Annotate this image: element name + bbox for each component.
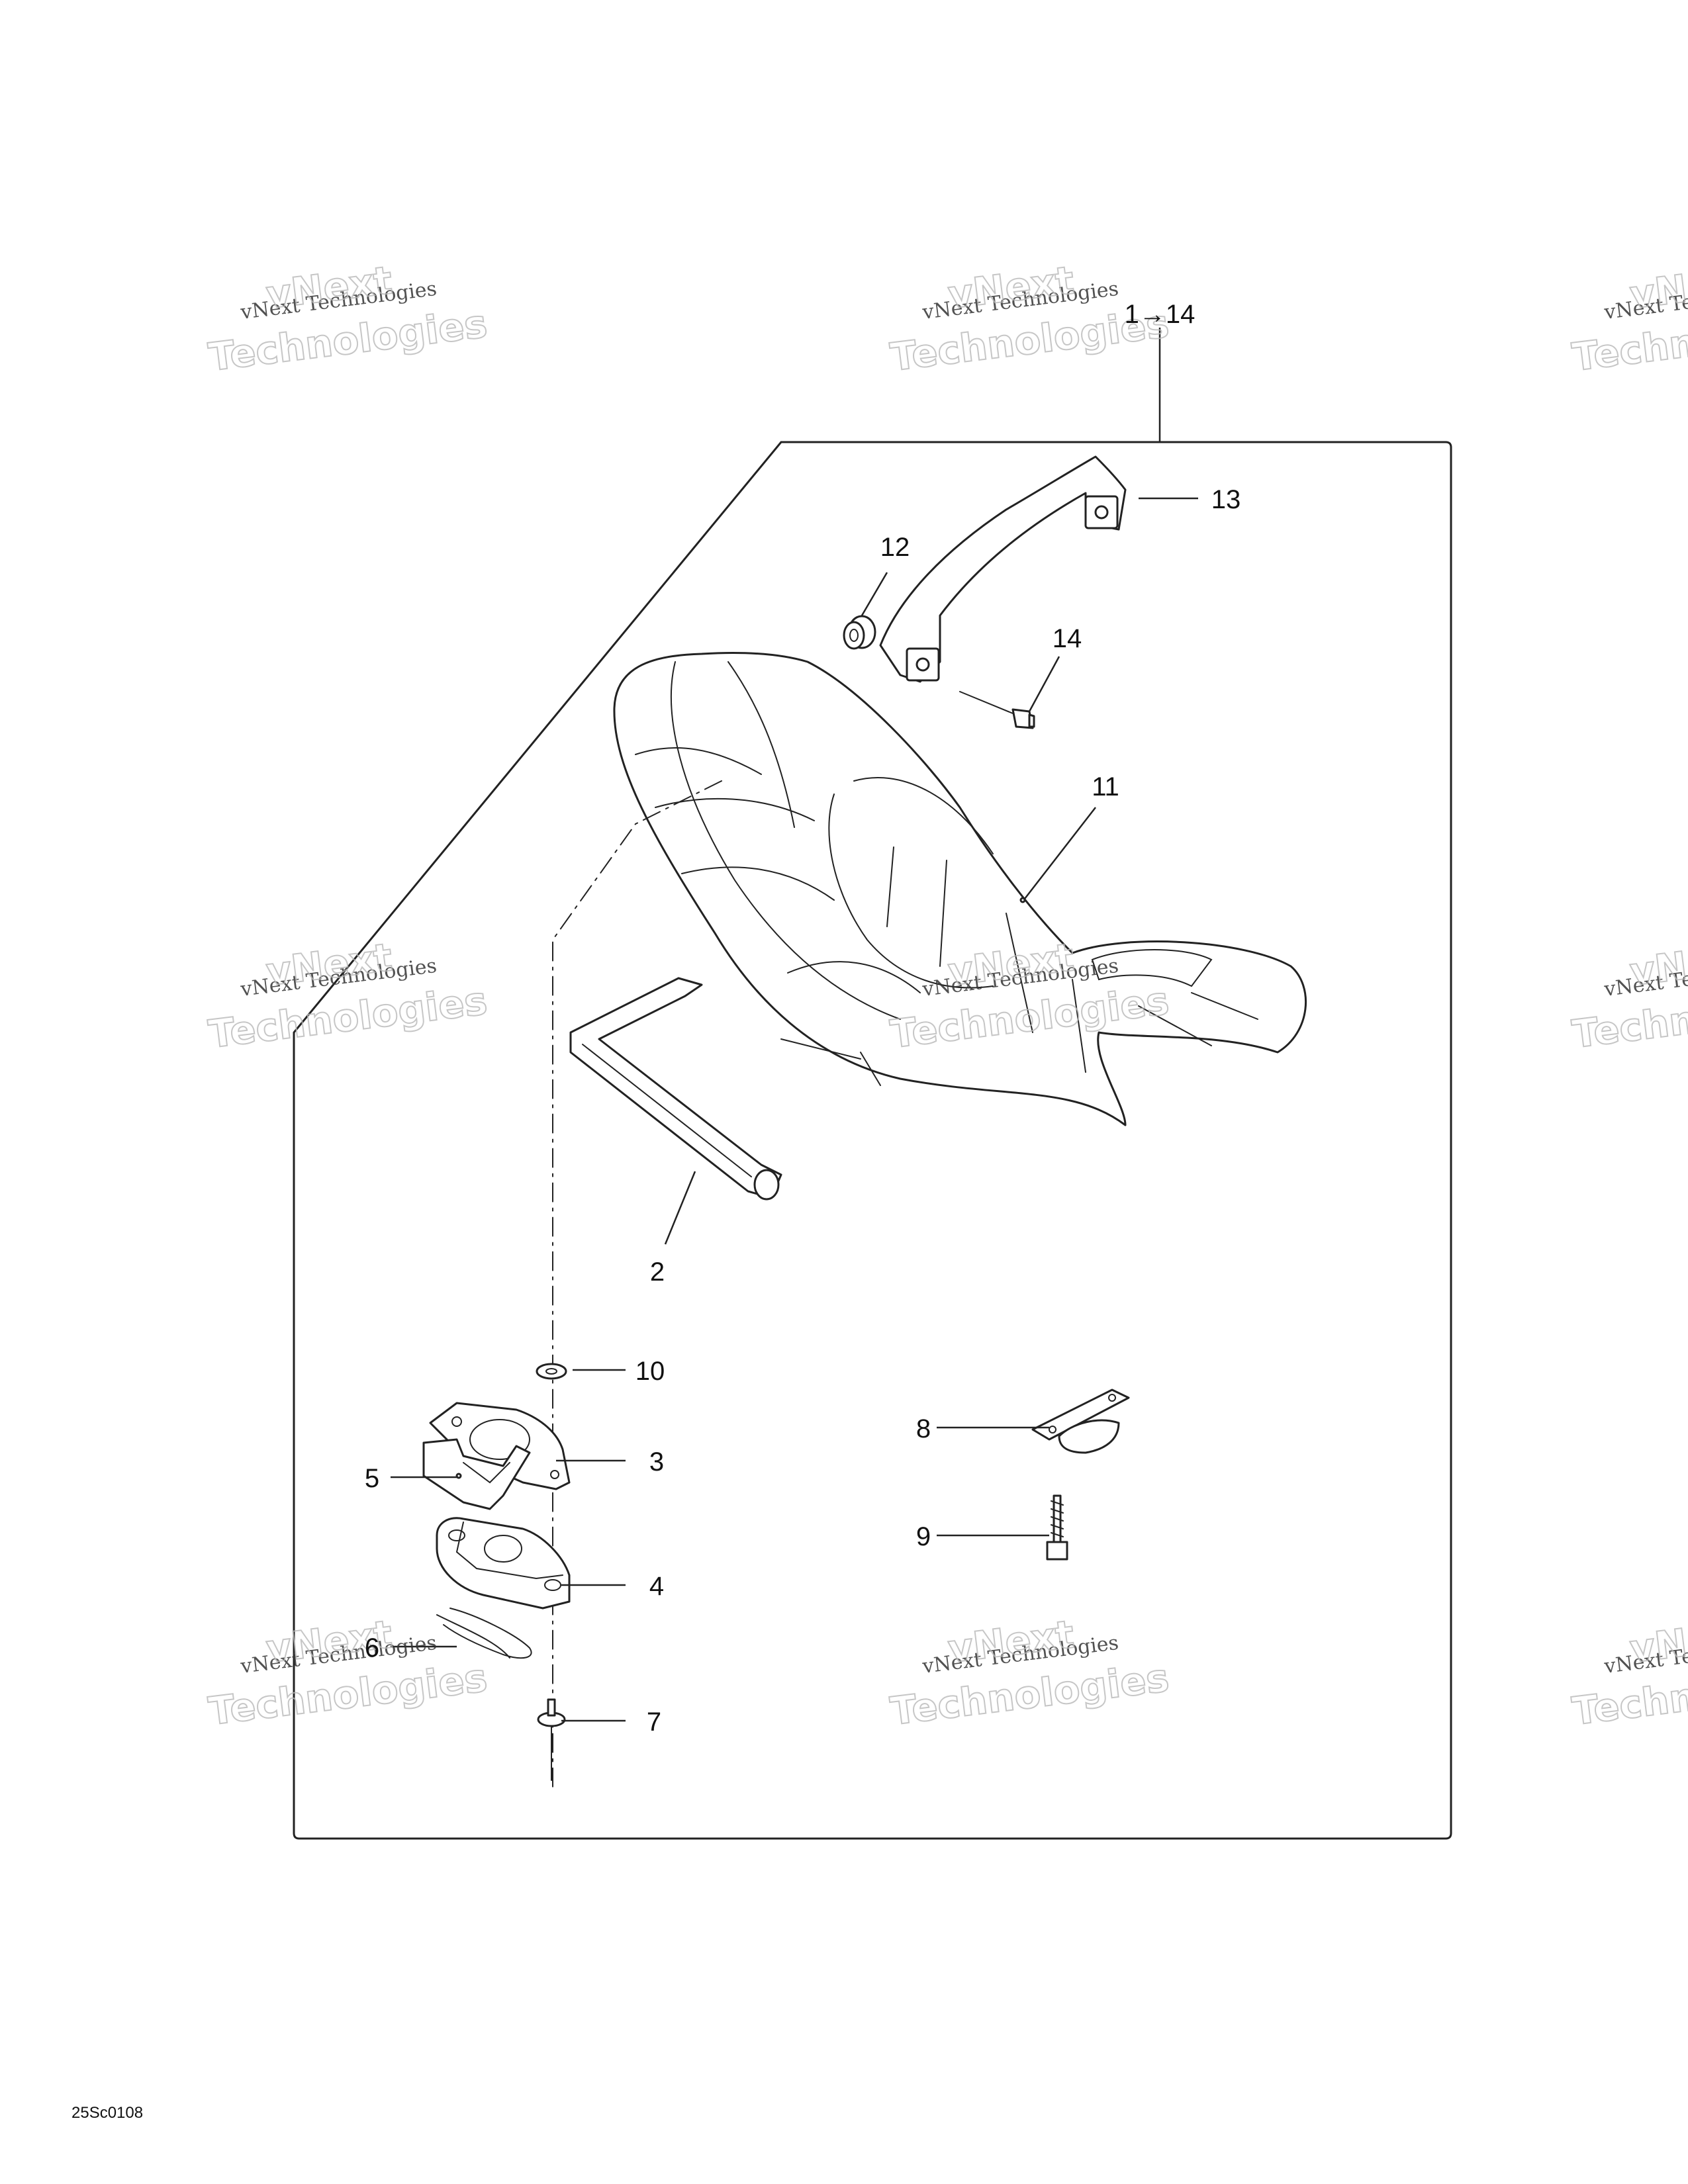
watermark-middle-right: vNext Technologies vNext Technologies — [1569, 934, 1688, 1058]
screw-part-9 — [1046, 1494, 1068, 1561]
push-rivet-part-7 — [537, 1698, 566, 1781]
callout-12: 12 — [880, 533, 910, 562]
watermark-big-text: vNext — [263, 934, 395, 995]
cable-part-6 — [436, 1608, 532, 1659]
callout-9: 9 — [916, 1522, 931, 1551]
callout-7: 7 — [647, 1707, 661, 1737]
foam-strip-part-2 — [569, 977, 782, 1201]
watermark-big-text: vNext — [263, 257, 395, 318]
callout-11: 11 — [1092, 772, 1119, 801]
rivet-part-14 — [959, 691, 1035, 729]
watermark-middle-left: vNext Technologies vNext Technologies — [205, 934, 490, 1058]
callout-3: 3 — [649, 1447, 664, 1477]
watermark-bottom-right: vNext Technologies vNext Technologies — [1569, 1611, 1688, 1735]
watermark-top-right: vNext Technologies vNext Technologies — [1569, 257, 1688, 381]
callout-2: 2 — [650, 1257, 665, 1287]
grab-handle-part-13 — [879, 455, 1127, 683]
washer-part-10 — [536, 1363, 567, 1380]
seat-part-11 — [613, 651, 1307, 1126]
assembly-frame — [293, 441, 1452, 1840]
callout-4: 4 — [649, 1572, 664, 1601]
watermark-top-left: vNext Technologies vNext Technologies — [205, 257, 490, 381]
callout-6: 6 — [365, 1633, 379, 1662]
assembly-axis-line — [552, 780, 722, 1788]
callout-14: 14 — [1053, 624, 1082, 653]
assembly-range-label: 1→14 — [1125, 300, 1196, 329]
watermark-big-text: vNext — [1627, 257, 1688, 318]
watermark-big-text: vNext — [945, 257, 1076, 318]
watermark-big-text: vNext — [945, 1612, 1076, 1672]
bracket-part-8 — [1031, 1388, 1130, 1454]
drawing-code: 25Sc0108 — [71, 2104, 143, 2122]
latch-plate-part-3 — [429, 1402, 571, 1490]
watermark-bottom-center: vNext Technologies vNext Technologies — [887, 1611, 1172, 1735]
callout-5: 5 — [365, 1464, 379, 1493]
watermark-big-text: vNext — [1627, 1612, 1688, 1672]
watermark-bottom-left: vNext Technologies vNext Technologies — [205, 1611, 490, 1735]
callout-10: 10 — [635, 1357, 665, 1386]
watermark-big-text: vNext — [1627, 934, 1688, 995]
callout-13: 13 — [1211, 485, 1241, 514]
leader-lines — [391, 497, 1198, 1722]
callout-8: 8 — [916, 1414, 931, 1443]
grommet-part-12 — [843, 615, 876, 650]
latch-housing-part-4 — [436, 1517, 571, 1610]
